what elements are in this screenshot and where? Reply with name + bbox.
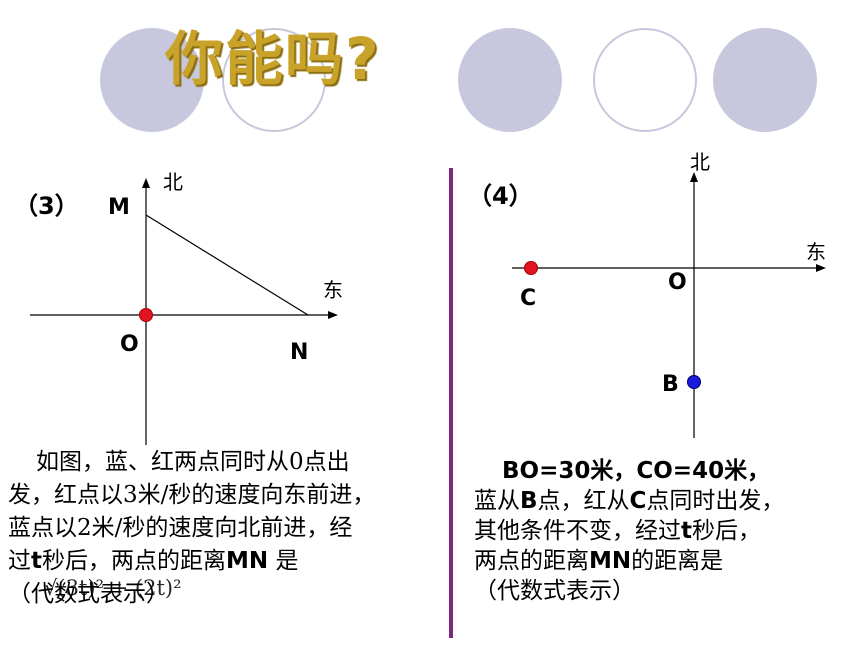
right-north-label: 北 [690, 150, 710, 174]
right-text-line3: 其他条件不变，经过t秒后， [474, 516, 860, 546]
right-text-line5: （代数式表示） [474, 578, 635, 604]
red-point-o [139, 308, 153, 322]
left-problem-text: 如图，蓝、红两点同时从0点出 发，红点以3米/秒的速度向东前进， 蓝点以2米/秒… [8, 446, 450, 611]
red-point-c [524, 261, 538, 275]
left-text-line4: 过t秒后，两点的距离MN 是 [8, 545, 450, 578]
text-fragment: 点，红从 [537, 488, 630, 514]
left-diagram [30, 178, 338, 445]
point-b-label: B [662, 372, 679, 397]
left-problem-label: （3） [14, 192, 79, 220]
text-fragment: 其他条件不变，经过 [474, 518, 681, 544]
point-c-label: C [520, 286, 537, 311]
decor-circle-4 [593, 28, 697, 132]
answer-formula: √(3t)² + (2t)² [44, 576, 182, 600]
text-fragment: 是 [268, 548, 299, 574]
right-problem-label: （4） [468, 182, 533, 210]
point-n-label: N [290, 340, 309, 365]
segment-mn [145, 214, 309, 316]
text-fragment: 秒后， [692, 518, 761, 544]
left-x-arrow [328, 311, 338, 319]
left-text-line2: 发，红点以3米/秒的速度向东前进， [8, 482, 376, 508]
page-title: 你能吗? [165, 25, 381, 93]
variable-mn: MN [226, 548, 269, 574]
text-fragment: 的距离是 [631, 548, 724, 574]
variable-t: t [681, 518, 692, 544]
variable-t: t [31, 548, 42, 574]
text-fragment: 蓝从 [474, 488, 520, 514]
variable-b: B [520, 488, 538, 514]
text-fragment: 点同时出发， [646, 488, 785, 514]
right-y-arrow [690, 172, 698, 182]
section-divider [449, 168, 453, 638]
decor-circle-3 [458, 28, 562, 132]
variable-c: C [629, 488, 647, 514]
left-text-line5: （代数式表示） √(3t)² + (2t)² [8, 576, 450, 611]
variable-mn: MN [589, 548, 632, 574]
right-text-line4: 两点的距离MN的距离是 [474, 546, 860, 576]
left-text-line3: 蓝点以2米/秒的速度向北前进，经 [8, 515, 353, 541]
left-north-label: 北 [163, 170, 183, 194]
left-y-arrow [142, 178, 150, 188]
point-o-label-right: O [668, 270, 687, 295]
decor-circle-1 [100, 28, 204, 132]
right-text-line2: 蓝从B点，红从C点同时出发， [474, 486, 860, 516]
text-fragment: 秒后，两点的距离 [42, 548, 226, 574]
text-fragment: 两点的距离 [474, 548, 589, 574]
right-text-line1: BO=30米，CO=40米， [502, 458, 771, 484]
text-fragment: 过 [8, 548, 31, 574]
decor-circle-2 [222, 28, 326, 132]
right-x-arrow [816, 264, 826, 272]
blue-point-b [687, 375, 701, 389]
decor-circle-5 [713, 28, 817, 132]
left-east-label: 东 [323, 278, 343, 302]
point-m-label: M [108, 195, 130, 220]
text-fragment: （代数式表示） [8, 581, 169, 607]
left-text-line1: 如图，蓝、红两点同时从0点出 [36, 449, 350, 475]
right-problem-text: BO=30米，CO=40米， 蓝从B点，红从C点同时出发， 其他条件不变，经过t… [474, 456, 860, 606]
point-o-label-left: O [120, 332, 139, 357]
right-east-label: 东 [806, 240, 826, 264]
right-diagram [512, 172, 826, 438]
